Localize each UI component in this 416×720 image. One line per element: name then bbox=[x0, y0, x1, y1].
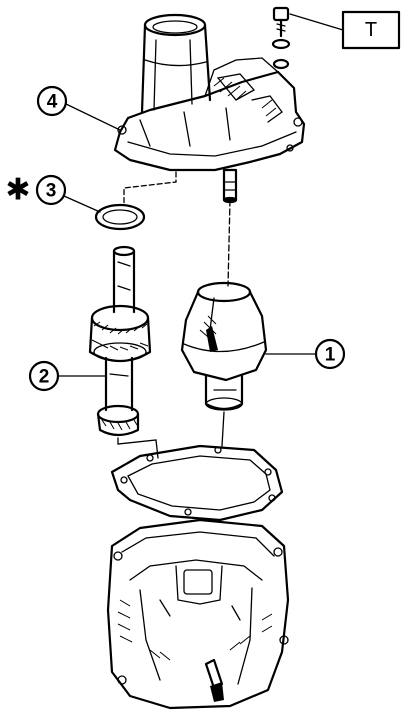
callout-3: ✱ 3 bbox=[5, 173, 101, 213]
torque-box-label: T bbox=[365, 19, 377, 41]
extension-housing bbox=[113, 13, 306, 204]
transmission-case bbox=[106, 518, 290, 710]
washer-lower bbox=[272, 58, 290, 70]
callout-1: 1 bbox=[265, 338, 346, 370]
gear-shaft bbox=[88, 245, 152, 437]
bolt bbox=[272, 6, 290, 38]
snap-ring bbox=[94, 203, 146, 231]
assembly-line-hub bbox=[221, 411, 225, 447]
svg-text:3: 3 bbox=[46, 181, 57, 202]
washer-upper bbox=[271, 38, 291, 50]
svg-text:2: 2 bbox=[39, 367, 50, 388]
star-mark: ✱ bbox=[5, 173, 30, 208]
assembly-line-ring bbox=[123, 171, 177, 205]
torque-box: T bbox=[341, 10, 401, 50]
leader-torque bbox=[289, 13, 344, 31]
callout-4: 4 bbox=[36, 85, 121, 131]
svg-text:1: 1 bbox=[325, 345, 336, 366]
gasket bbox=[110, 444, 284, 522]
assembly-line-shaft bbox=[117, 437, 159, 459]
callout-2: 2 bbox=[28, 360, 107, 392]
differential-assembly bbox=[180, 199, 268, 411]
svg-text:4: 4 bbox=[47, 92, 58, 113]
